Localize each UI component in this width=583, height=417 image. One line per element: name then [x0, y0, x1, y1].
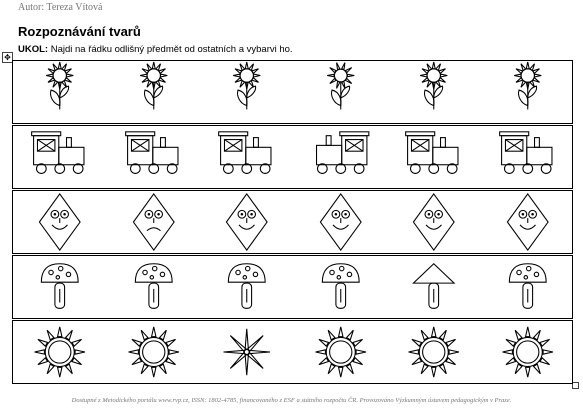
picture-mushroom-triangle[interactable]: [387, 256, 481, 318]
picture-face-sad[interactable]: [107, 191, 201, 253]
picture-train[interactable]: [13, 126, 107, 188]
face-happy-icon: [506, 192, 549, 252]
picture-sun-rays[interactable]: [200, 321, 294, 383]
mushroom-icon: [227, 263, 266, 309]
picture-flower[interactable]: [107, 61, 201, 123]
flower-icon: [420, 61, 448, 110]
sun-icon: [34, 326, 86, 378]
mushroom-icon: [508, 263, 547, 309]
picture-train[interactable]: [107, 126, 201, 188]
picture-face-happy[interactable]: [481, 191, 575, 253]
train-icon: [405, 131, 459, 175]
picture-flower[interactable]: [387, 61, 481, 123]
picture-sun[interactable]: [294, 321, 388, 383]
picture-train[interactable]: [387, 126, 481, 188]
flower-icon: [46, 61, 74, 110]
worksheet-table: [12, 60, 573, 384]
picture-flower[interactable]: [200, 61, 294, 123]
row-trains: [12, 125, 573, 189]
flower-icon: [513, 61, 541, 110]
picture-flower-odd[interactable]: [294, 61, 388, 123]
train-odd-icon: [315, 131, 369, 175]
train-icon: [218, 131, 272, 175]
instruction-label: UKOL:: [18, 44, 49, 55]
picture-mushroom[interactable]: [13, 256, 107, 318]
face-sad-icon: [132, 192, 175, 252]
train-icon: [31, 131, 85, 175]
move-handle-icon[interactable]: ✥: [2, 52, 13, 63]
row-mushrooms: [12, 255, 573, 319]
picture-face-happy[interactable]: [13, 191, 107, 253]
mushroom-icon: [134, 263, 173, 309]
face-happy-icon: [38, 192, 81, 252]
picture-face-happy[interactable]: [387, 191, 481, 253]
sun-icon: [127, 326, 179, 378]
mushroom-icon: [40, 263, 79, 309]
picture-face-happy[interactable]: [294, 191, 388, 253]
row-flowers: [12, 60, 573, 124]
flower-icon: [139, 61, 167, 110]
row-diamond-faces: [12, 190, 573, 254]
picture-sun[interactable]: [107, 321, 201, 383]
sun-icon: [501, 326, 553, 378]
instruction: UKOL: Najdi na řádku odlišný předmět od …: [18, 44, 293, 55]
row-suns: [12, 320, 573, 384]
resize-handle[interactable]: [572, 382, 579, 389]
instruction-text: Najdi na řádku odlišný předmět od ostatn…: [48, 44, 293, 55]
picture-mushroom[interactable]: [200, 256, 294, 318]
picture-train[interactable]: [481, 126, 575, 188]
flower-odd-icon: [326, 62, 354, 110]
picture-flower[interactable]: [481, 61, 575, 123]
picture-train-odd[interactable]: [294, 126, 388, 188]
picture-flower[interactable]: [13, 61, 107, 123]
train-icon: [498, 131, 553, 175]
picture-mushroom[interactable]: [481, 256, 575, 318]
face-happy-icon: [412, 192, 455, 252]
mushroom-triangle-icon: [412, 263, 456, 309]
train-icon: [124, 131, 179, 175]
sun-rays-icon: [223, 328, 271, 376]
flower-icon: [233, 61, 261, 110]
picture-train[interactable]: [200, 126, 294, 188]
mushroom-icon: [321, 263, 360, 309]
face-happy-icon: [225, 192, 268, 252]
sun-icon: [408, 326, 460, 378]
author-line: Autor: Tereza Vítová: [18, 2, 103, 13]
picture-sun[interactable]: [13, 321, 107, 383]
footer-note: Dostupné z Metodického portálu www.rvp.c…: [71, 397, 512, 404]
face-happy-icon: [319, 192, 362, 252]
picture-mushroom[interactable]: [107, 256, 201, 318]
sun-icon: [314, 326, 366, 378]
picture-sun[interactable]: [481, 321, 575, 383]
page-title: Rozpoznávání tvarů: [18, 24, 141, 39]
picture-face-happy[interactable]: [200, 191, 294, 253]
picture-mushroom[interactable]: [294, 256, 388, 318]
picture-sun[interactable]: [387, 321, 481, 383]
